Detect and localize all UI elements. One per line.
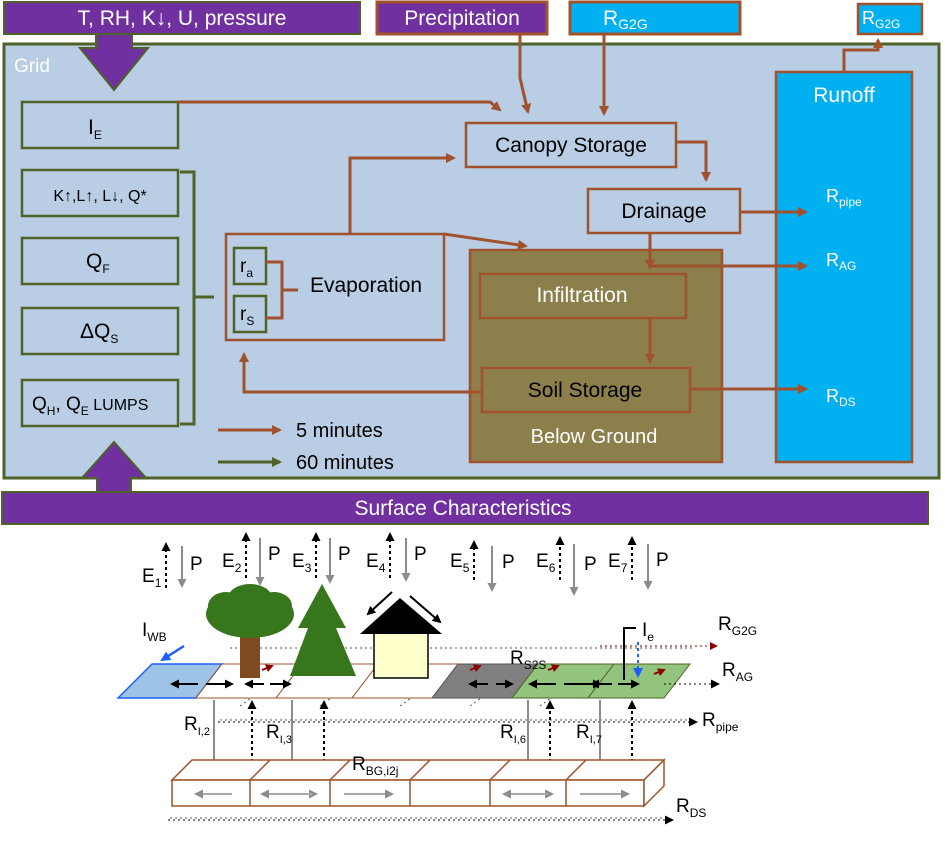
svg-text:ra: ra xyxy=(240,256,253,280)
rs-box: rS xyxy=(232,294,268,334)
svg-text:Below Ground: Below Ground xyxy=(531,426,658,448)
svg-text:P: P xyxy=(268,544,281,565)
svg-text:QH, QE LUMPS: QH, QE LUMPS xyxy=(32,394,148,418)
iwb-flow: IWB xyxy=(142,620,185,662)
svg-text:E5: E5 xyxy=(450,551,470,575)
svg-text:E4: E4 xyxy=(366,551,386,575)
ie-box: IE xyxy=(20,100,180,150)
svg-text:rS: rS xyxy=(240,304,254,328)
flow-arrows xyxy=(178,34,883,394)
svg-text:Rpipe: Rpipe xyxy=(826,186,862,209)
svg-text:Precipitation: Precipitation xyxy=(404,7,520,30)
svg-text:RDS: RDS xyxy=(676,796,706,820)
svg-text:E1: E1 xyxy=(142,566,162,590)
infiltration-arrows xyxy=(209,700,637,770)
red-small-arrows xyxy=(261,664,666,676)
dqs-box: ΔQS xyxy=(20,306,180,356)
svg-text:Evaporation: Evaporation xyxy=(310,274,422,297)
canopy-storage-box: Canopy Storage xyxy=(464,121,678,169)
svg-text:60 minutes: 60 minutes xyxy=(296,452,394,474)
house-icon xyxy=(360,591,442,679)
svg-text:Infiltration: Infiltration xyxy=(536,284,627,307)
svg-text:Runoff: Runoff xyxy=(813,84,875,107)
svg-text:T, RH, K↓, U, pressure: T, RH, K↓, U, pressure xyxy=(78,7,287,30)
svg-text:QF: QF xyxy=(86,250,110,276)
svg-text:RI,6: RI,6 xyxy=(500,722,526,746)
svg-text:P: P xyxy=(584,554,597,575)
svg-text:RI,7: RI,7 xyxy=(576,722,602,746)
tree-icon xyxy=(206,584,294,678)
precipitation-box: Precipitation xyxy=(375,0,549,36)
svg-text:RBG,i2j: RBG,i2j xyxy=(352,754,398,778)
svg-text:Surface Characteristics: Surface Characteristics xyxy=(354,497,571,520)
svg-text:RI,2: RI,2 xyxy=(184,714,210,738)
svg-text:Soil Storage: Soil Storage xyxy=(528,379,642,402)
svg-text:P: P xyxy=(656,550,669,571)
svg-text:RDS: RDS xyxy=(826,386,856,409)
evap-precip-arrows xyxy=(161,532,653,596)
svg-text:E3: E3 xyxy=(292,551,312,575)
svg-text:P: P xyxy=(502,552,515,573)
infiltration-labels: RI,2 RI,3 RI,6 RI,7 xyxy=(184,714,602,746)
svg-text:RI,3: RI,3 xyxy=(266,722,292,746)
svg-text:RAG: RAG xyxy=(826,250,856,273)
infiltration-box: Infiltration xyxy=(478,272,688,320)
surface-characteristics-bar: Surface Characteristics xyxy=(1,491,929,525)
grid-label: Grid xyxy=(14,56,50,77)
svg-text:E7: E7 xyxy=(608,551,628,575)
svg-text:RS2S: RS2S xyxy=(510,648,546,672)
runoff-labels-lower: RG2G RS2S RAG Rpipe xyxy=(218,614,757,734)
energy-bracket xyxy=(180,170,214,426)
svg-text:Canopy Storage: Canopy Storage xyxy=(495,134,647,157)
below-ground-labels: RBG,i2j RDS xyxy=(168,754,706,825)
svg-text:E6: E6 xyxy=(536,551,556,575)
qhqe-box: QH, QE LUMPS xyxy=(20,378,180,428)
svg-text:RG2G: RG2G xyxy=(862,8,900,31)
legend: 5 minutes 60 minutes xyxy=(218,420,394,474)
svg-text:P: P xyxy=(414,544,427,565)
svg-text:RG2G: RG2G xyxy=(603,7,648,32)
svg-text:IWB: IWB xyxy=(142,620,167,644)
conifer-icon xyxy=(290,584,356,676)
svg-text:P: P xyxy=(190,554,203,575)
rg2g-input-box: RG2G xyxy=(568,0,742,36)
svg-text:ΔQS: ΔQS xyxy=(80,320,118,346)
qf-box: QF xyxy=(20,236,180,286)
svg-text:P: P xyxy=(338,544,351,565)
evap-precip-labels: E1 E2 E3 E4 E5 E6 E7 P P P P P P P xyxy=(142,544,669,590)
below-ground-slab xyxy=(170,758,666,808)
ie-pipe: Ie xyxy=(623,620,654,680)
svg-text:5 minutes: 5 minutes xyxy=(296,420,383,442)
svg-text:IE: IE xyxy=(88,116,102,142)
svg-text:RAG: RAG xyxy=(722,660,753,684)
svg-text:Drainage: Drainage xyxy=(621,200,706,223)
inputs-box: T, RH, K↓, U, pressure xyxy=(3,1,361,35)
drainage-box: Drainage xyxy=(586,187,742,235)
svg-text:K↑,L↑, L↓, Q*: K↑,L↑, L↓, Q* xyxy=(53,188,146,205)
runoff-box: Runoff Rpipe RAG RDS xyxy=(774,70,914,464)
inputs-down-arrow xyxy=(77,33,151,92)
ra-rs-bracket xyxy=(266,260,298,320)
soil-storage-box: Soil Storage xyxy=(480,366,692,414)
ra-box: ra xyxy=(232,246,268,286)
svg-text:Ie: Ie xyxy=(642,620,654,644)
rg2g-output-box: RG2G xyxy=(856,2,924,36)
svg-text:Rpipe: Rpipe xyxy=(702,710,739,734)
radiation-box: K↑,L↑, L↓, Q* xyxy=(20,168,180,218)
svg-text:E2: E2 xyxy=(222,551,242,575)
svg-text:RG2G: RG2G xyxy=(718,614,757,638)
